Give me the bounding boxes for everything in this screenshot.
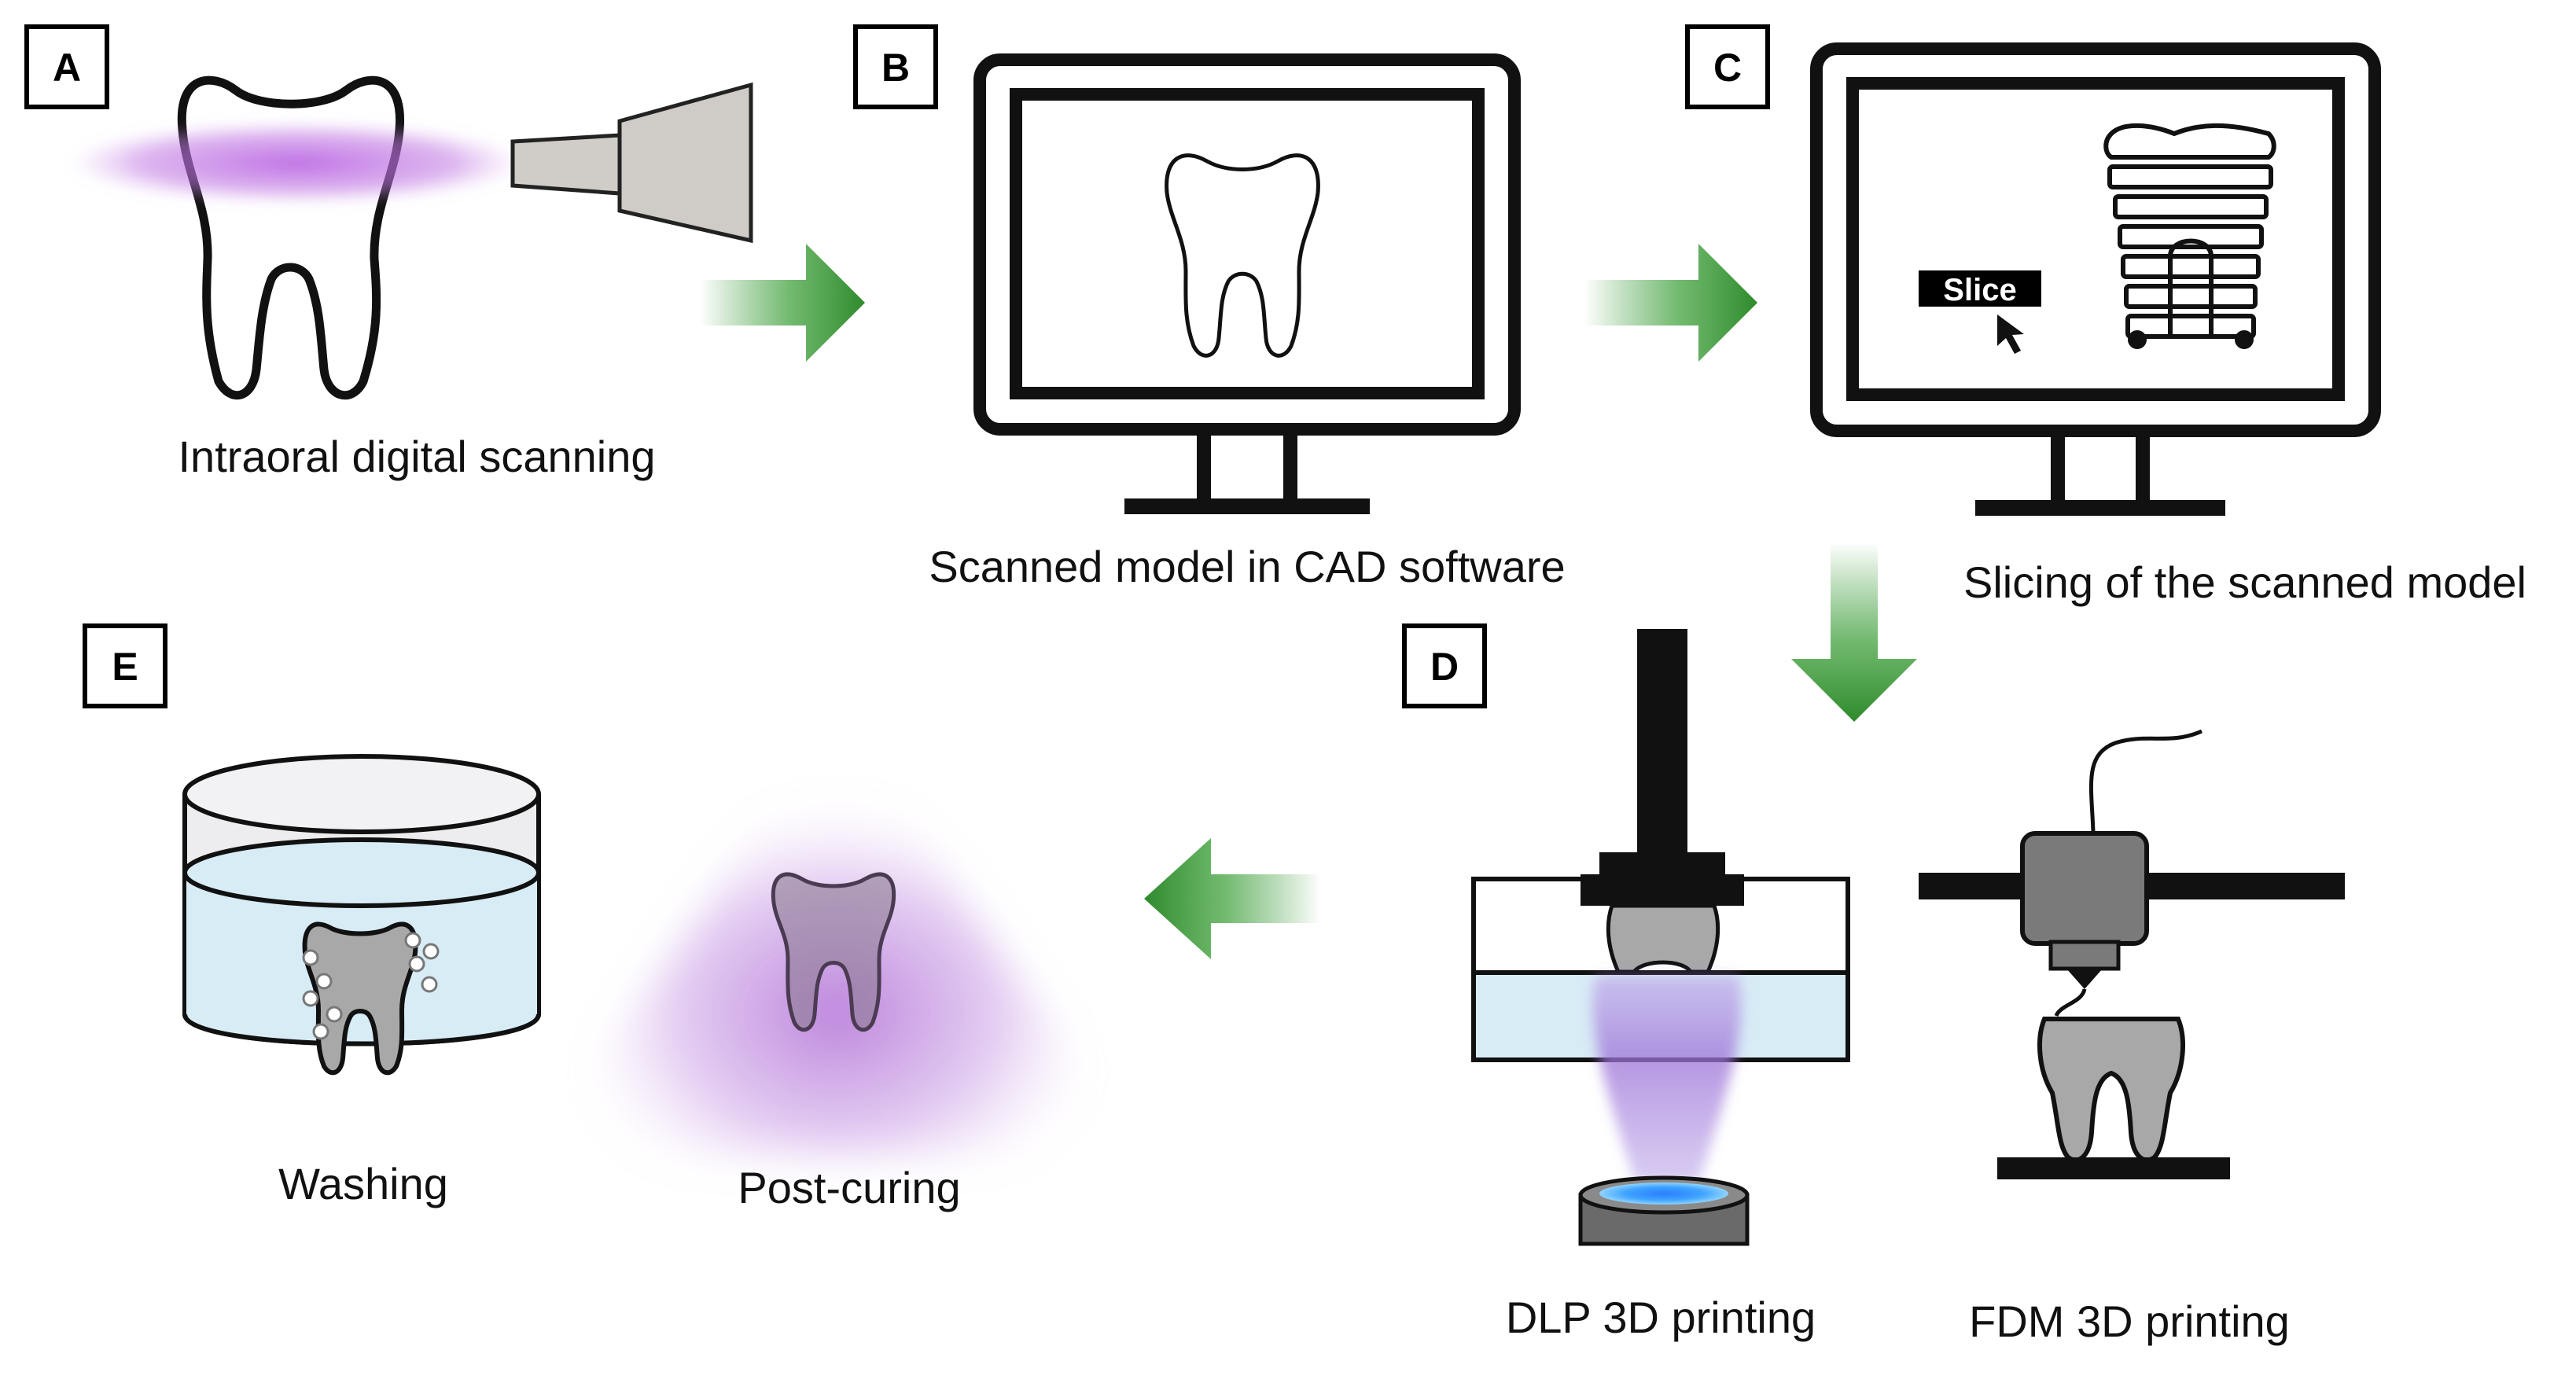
panel-b: B Scanned model in CAD software xyxy=(853,24,1566,591)
dlp-printed-part-icon xyxy=(1606,903,1720,974)
caption-dlp: DLP 3D printing xyxy=(1506,1293,1816,1342)
scanned-tooth-model-icon xyxy=(1165,153,1320,358)
curing-tooth-icon xyxy=(771,872,896,1032)
caption-intraoral-scanning: Intraoral digital scanning xyxy=(178,432,655,481)
dlp-printer-icon xyxy=(1471,629,1850,1246)
arrow-b-to-c-icon xyxy=(1584,244,1757,362)
panel-c-label-box xyxy=(1685,24,1770,109)
monitor-b-icon xyxy=(973,53,1521,514)
panel-d-label-box xyxy=(1402,623,1487,708)
slice-button[interactable]: Slice xyxy=(1919,270,2041,307)
panel-c: C Slice Slicing of the sca xyxy=(1685,24,2526,607)
panel-e-label: E xyxy=(112,645,138,689)
panel-a-label-box xyxy=(24,24,109,109)
arrow-d-to-e-icon xyxy=(1144,838,1321,959)
bubbles-icon xyxy=(302,932,440,1040)
panel-c-label: C xyxy=(1713,46,1742,90)
panel-b-label-box xyxy=(853,24,938,109)
panel-a-label: A xyxy=(53,46,81,90)
intraoral-scanner-icon xyxy=(510,82,753,244)
fdm-printed-part-icon xyxy=(2037,1017,2185,1163)
arrow-c-to-d-icon xyxy=(1791,543,1917,722)
caption-fdm: FDM 3D printing xyxy=(1969,1297,2290,1346)
arrow-a-to-b-icon xyxy=(700,244,865,362)
cursor-pointer-icon xyxy=(1997,314,2024,354)
panel-e-label-box xyxy=(83,623,167,708)
sliced-tooth-model-icon xyxy=(2103,123,2276,349)
uv-beam-icon xyxy=(1592,975,1742,1183)
fdm-printer-icon xyxy=(1919,729,2345,1179)
washing-tooth-icon xyxy=(302,921,418,1076)
caption-washing: Washing xyxy=(278,1159,448,1208)
slice-button-label: Slice xyxy=(1943,273,2016,307)
caption-post-curing: Post-curing xyxy=(738,1163,960,1212)
panel-e: E Post-curing Washing xyxy=(83,623,1078,1212)
panel-b-label: B xyxy=(881,46,910,90)
monitor-c-icon xyxy=(1810,42,2381,516)
panel-d-label: D xyxy=(1430,645,1459,689)
caption-cad-model: Scanned model in CAD software xyxy=(929,542,1565,591)
light-source-icon xyxy=(1578,1175,1750,1246)
caption-slicing: Slicing of the scanned model xyxy=(1963,557,2526,607)
post-curing-chamber-icon xyxy=(597,778,1078,1156)
panel-a: A Intraoral digital scanning xyxy=(24,24,753,481)
panel-d: D DLP 3D printing xyxy=(1402,623,2345,1346)
scan-light-icon xyxy=(69,122,525,204)
